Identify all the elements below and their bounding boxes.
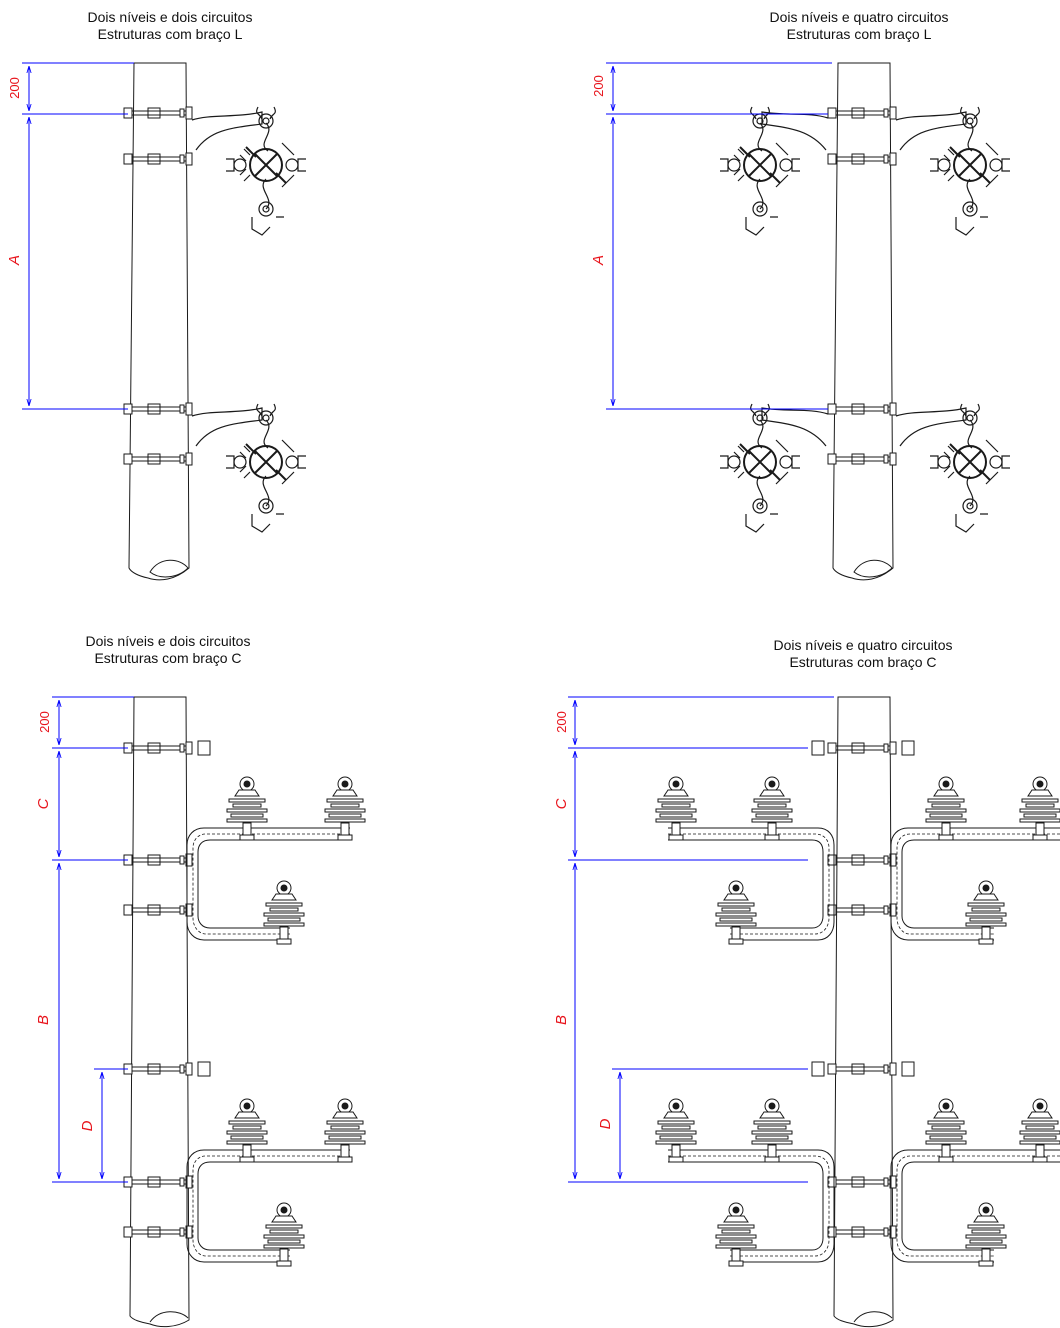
dim-200: 200	[554, 711, 569, 733]
dim-c: C	[35, 798, 52, 809]
panel-title-line2: Estruturas com braço C	[789, 654, 937, 670]
panel-title-line1: Dois níveis e quatro circuitos	[773, 637, 953, 653]
dim-200: 200	[37, 711, 52, 733]
panel-title-bl: Dois níveis e dois circuitos Estruturas …	[38, 633, 298, 667]
panel-title-line1: Dois níveis e dois circuitos	[85, 633, 251, 649]
panel-title-tl: Dois níveis e dois circuitos Estruturas …	[40, 9, 300, 43]
panel-title-line1: Dois níveis e dois circuitos	[87, 9, 253, 25]
panel-title-line2: Estruturas com braço L	[97, 26, 243, 42]
dim-b: B	[35, 1015, 52, 1025]
dim-200: 200	[591, 75, 606, 97]
panel-tr-drawing: 200 A	[590, 62, 1011, 581]
dim-d: D	[597, 1118, 614, 1129]
dim-c: C	[553, 798, 570, 809]
panel-title-line2: Estruturas com braço L	[786, 26, 932, 42]
dim-b: B	[553, 1015, 570, 1025]
panel-br-drawing: 200 C B D	[553, 696, 1060, 1328]
panel-title-br: Dois níveis e quatro circuitos Estrutura…	[733, 637, 993, 671]
panel-bl-drawing: 200 C B D	[35, 696, 366, 1328]
panel-tl-drawing: 200 A	[6, 62, 307, 581]
panel-title-line2: Estruturas com braço C	[94, 650, 242, 666]
panel-title-tr: Dois níveis e quatro circuitos Estrutura…	[729, 9, 989, 43]
panel-title-line1: Dois níveis e quatro circuitos	[769, 9, 949, 25]
dim-a: A	[590, 255, 607, 266]
dim-d: D	[79, 1120, 96, 1131]
dim-a: A	[6, 255, 23, 266]
dim-200: 200	[7, 77, 22, 99]
